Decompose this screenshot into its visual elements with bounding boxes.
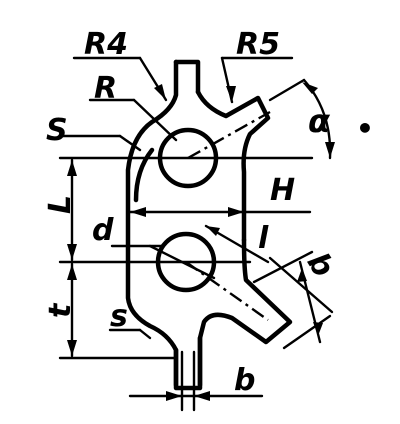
label-l-small: l [258, 221, 269, 256]
bottom-stub [173, 335, 203, 391]
upper-inner-arc [133, 147, 155, 203]
label-s-lower: s [110, 299, 128, 334]
body-right-upper-contour [195, 89, 271, 243]
label-r5: R5 [236, 27, 280, 62]
part-outline [125, 59, 293, 391]
label-r4: R4 [84, 27, 128, 62]
label-d: d [92, 213, 114, 248]
label-s-upper: S [46, 113, 68, 148]
label-b-bottom: b [234, 363, 255, 398]
dimension-lines [58, 56, 335, 401]
body-right-lower-contour [197, 237, 293, 388]
label-b-italic: b [300, 247, 341, 284]
label-r: R [94, 71, 117, 106]
center-lines [58, 110, 314, 412]
label-h: H [270, 173, 295, 208]
label-t: t [43, 302, 78, 318]
label-alpha-dot: • [356, 112, 374, 145]
label-alpha: α [308, 102, 331, 140]
label-l-left: L [43, 195, 78, 214]
top-tab [173, 59, 201, 95]
body-left-contour [125, 59, 179, 388]
